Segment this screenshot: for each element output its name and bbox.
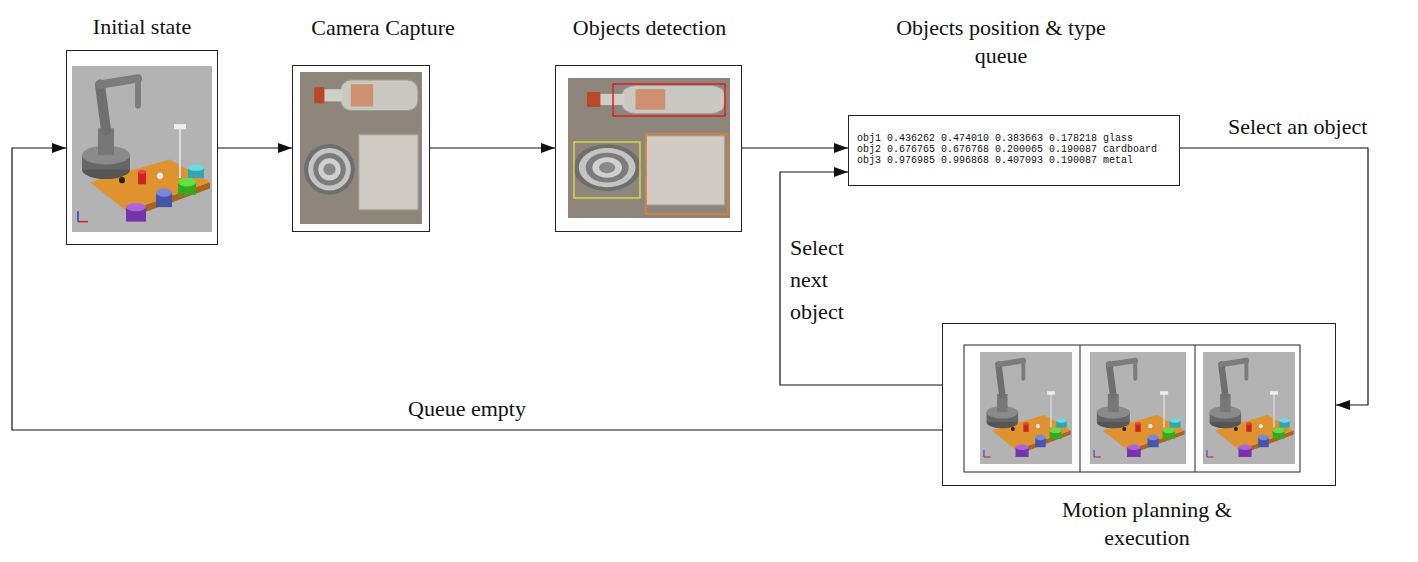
edge-label: Queue empty [408,394,526,424]
flow-arrow [430,147,555,148]
flow-arrow [742,147,848,148]
picture-box: Camera Capture [292,65,430,232]
queue-row: obj1 0.436262 0.474010 0.383663 0.178218… [857,133,1171,144]
queue-rows: obj1 0.436262 0.474010 0.383663 0.178218… [849,116,1179,166]
queue-box: Objects position & type queueobj1 0.4362… [848,115,1180,186]
panel-box: Motion planning & execution [942,323,1336,486]
picture-box: Initial state [66,50,218,245]
node-heading: Objects detection [541,14,758,42]
node-heading: Objects position & type queue [871,14,1131,70]
flow-arrow [780,172,942,385]
node-heading: Initial state [47,13,237,41]
edge-label: Select next object [790,232,866,328]
queue-row: obj3 0.976985 0.996868 0.407093 0.190087… [857,155,1171,166]
node-heading: Motion planning & execution [1027,496,1267,552]
edge-label: Select an object [1228,112,1367,142]
flow-arrow [218,147,292,148]
flow-arrow [1180,148,1368,405]
queue-row: obj2 0.676765 0.676768 0.200065 0.190087… [857,144,1171,155]
flow-arrow [12,148,942,430]
picture-box: Objects detection [555,65,742,232]
node-heading: Camera Capture [283,14,483,42]
